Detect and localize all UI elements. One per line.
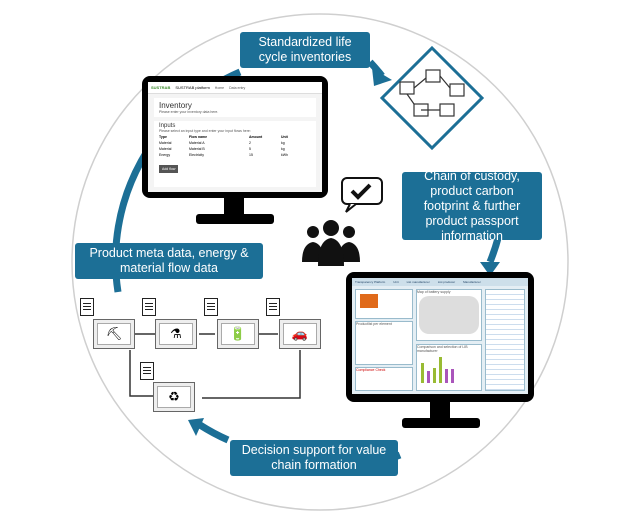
document-icon [80,298,94,316]
speech-bubble-check-icon [341,177,383,213]
dashboard-screen: Transparency Platform Unit List manufact… [352,278,528,394]
sidebar-list [485,289,525,391]
process-flow [129,333,301,399]
label-decision-support: Decision support for value chain formati… [230,440,398,476]
recycle-icon: ♻ [157,386,191,408]
map-title: Map of battery supply [417,290,451,294]
cell[interactable]: kg [281,141,285,145]
tab-list-manufacturer[interactable]: List manufacturer [406,280,430,284]
comparison-title: Comparison and selection of LIB manufact… [417,345,468,353]
cell[interactable]: Energy [159,153,171,157]
cell[interactable]: kWh [281,153,288,157]
cell[interactable]: Material A [189,141,205,145]
dashboard-title: Transparency Platform [355,280,386,284]
process-vehicle: 🚗 [279,319,321,349]
people-icon [302,220,360,266]
battery-tool-icon: 🔋 [221,323,255,345]
arrow-heads [188,68,500,436]
logo: SUSTRAB [151,85,171,90]
mine-cart-icon: ⛏ [97,323,131,345]
cell[interactable]: 5 [249,147,251,151]
cell[interactable]: kg [281,147,285,151]
col-flow: Flow name [189,135,208,139]
cell[interactable]: Material [159,147,172,151]
add-flow-button[interactable]: Add flow [159,165,179,173]
inventory-subtitle: Please enter your inventory data here. [159,110,219,114]
inventory-monitor: SUSTRAB SUSTRAB platform Home Data entry… [142,76,328,198]
monitor-stand [224,198,244,216]
label-product-meta-data: Product meta data, energy & material flo… [75,243,263,279]
cell[interactable]: 15 [249,153,253,157]
cell[interactable]: Material [159,141,172,145]
panel-compliance: Compliance Check [355,367,413,391]
document-icon [140,362,154,380]
monitor-stand [430,402,450,420]
document-icon [266,298,280,316]
process-battery: 🔋 [217,319,259,349]
panel-productlist: Productlist per element [355,321,413,365]
car-icon: 🚗 [283,323,317,345]
cell[interactable]: Material B [189,147,205,151]
inputs-hint: Please select an input type and enter yo… [159,129,251,133]
panel-comparison: Comparison and selection of LIB manufact… [416,344,482,391]
app-title: SUSTRAB platform [175,85,210,90]
cell[interactable]: Electricity [189,153,204,157]
monitor-base [196,214,274,224]
outer-ring [71,13,569,511]
inputs-heading: Inputs [159,123,176,129]
document-icon [204,298,218,316]
nav-home[interactable]: Home [214,85,225,90]
process-recycling: ♻ [153,382,195,412]
nav-data-entry[interactable]: Data entry [229,85,246,90]
tab-unit[interactable]: Unit [393,280,399,284]
inventory-screen: SUSTRAB SUSTRAB platform Home Data entry… [148,82,322,192]
process-chemistry: ⚗ [155,319,197,349]
label-standardized-lci: Standardized life cycle inventories [240,32,370,68]
dashboard-monitor: Transparency Platform Unit List manufact… [346,272,534,402]
tab-manufacturer[interactable]: Manufacturer [463,280,481,284]
cell[interactable]: 2 [249,141,251,145]
blockchain-diamond [379,45,485,151]
col-unit: Unit [281,135,288,139]
col-type: Type [159,135,167,139]
document-icon [142,298,156,316]
tab-list-producer[interactable]: List producer [437,280,456,284]
process-mining: ⛏ [93,319,135,349]
panel-map: Map of battery supply [416,289,482,341]
monitor-base [402,418,480,428]
inventory-title: Inventory [159,101,192,110]
flask-icon: ⚗ [159,323,193,345]
label-chain-of-custody: Chain of custody, product carbon footpri… [402,169,542,243]
col-amount: Amount [249,135,263,139]
